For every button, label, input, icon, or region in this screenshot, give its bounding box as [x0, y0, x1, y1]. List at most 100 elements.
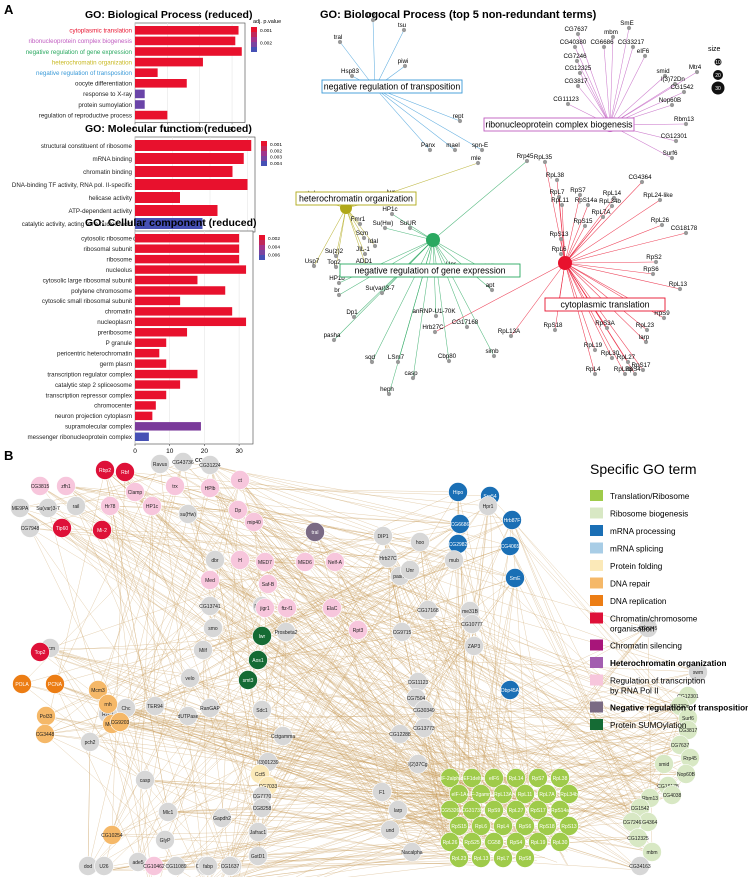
category-label: response to X-ray: [83, 91, 133, 98]
gene-node: [662, 785, 682, 805]
gene-node: [66, 496, 86, 516]
gene-node: [408, 754, 428, 774]
network-edge: [331, 607, 468, 830]
gene-node: [200, 478, 220, 498]
network-edge: [374, 87, 431, 151]
ribosome-label: RpL30: [553, 840, 568, 846]
gene-label: Surf6: [682, 716, 694, 722]
gene-node: [464, 324, 470, 330]
gene-node: [30, 476, 50, 496]
ribosome-node: [471, 816, 491, 836]
gene-node: [230, 470, 250, 490]
gene-label: Dbp45A: [501, 688, 520, 694]
network-edge: [189, 677, 284, 737]
gene-node: [410, 532, 430, 552]
network-edge: [209, 487, 459, 493]
gene-label: l(2)37Cg: [408, 762, 427, 768]
network-edge: [45, 607, 266, 717]
network-edge: [111, 733, 401, 836]
gene-label: CG33217: [618, 39, 645, 46]
gene-node: [659, 222, 665, 228]
ribosome-label: RpL11: [518, 792, 533, 798]
gene-label: Milf: [199, 648, 207, 654]
gene-node: [30, 642, 50, 662]
network-edge: [54, 607, 333, 685]
network-edge: [564, 197, 615, 264]
gene-node: [230, 550, 250, 570]
network-edge: [239, 559, 691, 759]
network-edge: [345, 207, 366, 255]
network-edge: [87, 741, 91, 871]
gene-node: [625, 359, 631, 365]
gene-label: MED7: [258, 560, 272, 566]
network-edge: [331, 607, 444, 842]
gene-label: pasha: [324, 332, 341, 339]
category-label: supramolecular complex: [65, 424, 133, 431]
gene-node: [565, 101, 571, 107]
bar: [135, 192, 180, 203]
gene-label: swm: [693, 670, 703, 676]
gene-label: RpS2: [646, 254, 662, 261]
network-edge: [564, 181, 643, 264]
network-edge: [432, 239, 468, 328]
network-edge: [510, 262, 566, 337]
network-edge: [544, 161, 566, 264]
gene-node: [609, 203, 615, 209]
network-edge: [189, 677, 467, 834]
gene-label: l(3)72Dn: [661, 76, 685, 83]
gene-label: LSm7: [388, 354, 405, 361]
gene-node: [683, 121, 689, 127]
legend-title: Specific GO term: [590, 461, 697, 477]
network-edge: [111, 834, 641, 871]
legend-swatch: [590, 719, 603, 730]
network-edge: [109, 505, 441, 802]
network-edge: [101, 529, 263, 809]
gene-label: CG3815: [31, 484, 50, 490]
gene-label: GlyP: [160, 838, 172, 844]
gene-label: CG2982: [449, 542, 468, 548]
gene-node: [418, 600, 438, 620]
gene-label: CG12301: [661, 133, 688, 140]
gene-label: smid: [659, 762, 670, 768]
bar: [135, 179, 248, 190]
gene-label: H: [238, 558, 242, 564]
legend-swatch: [590, 595, 603, 606]
gene-label: Cbp80: [438, 353, 457, 360]
gene-label: GstD1: [251, 854, 265, 860]
network-edge: [609, 75, 666, 126]
gene-node: [500, 536, 520, 556]
gene-node: [653, 259, 659, 265]
hub-label-box: [295, 191, 417, 206]
network-edge: [54, 683, 139, 863]
ribosome-label: RpS7: [532, 776, 545, 782]
network-edge: [159, 463, 239, 511]
network-edge: [335, 207, 347, 257]
gene-node: [115, 462, 135, 482]
network-edge: [164, 543, 459, 841]
network-edge: [487, 505, 689, 719]
network-edge: [387, 557, 665, 765]
network-edge: [29, 527, 156, 707]
gene-label: CG1637: [221, 864, 240, 870]
network-edge: [489, 495, 681, 707]
gene-label: RpL7A: [592, 209, 612, 216]
gene-label: jigr1: [259, 606, 270, 612]
gene-node: [414, 718, 434, 738]
gene-label: JIL-1: [356, 246, 370, 253]
chart-title: GO: Cellular component (reduced): [85, 217, 257, 229]
network-edge: [87, 561, 266, 871]
gene-node: [337, 39, 343, 45]
network-edge: [477, 519, 513, 814]
gene-label: lwr: [259, 634, 266, 640]
category-label: nucleolus: [106, 267, 132, 274]
legend-label: Negative regulation of transposition: [610, 704, 748, 713]
gene-label: Rbm13: [642, 796, 658, 802]
legend-swatch: [261, 156, 267, 161]
legend-label: 0.002: [260, 41, 272, 47]
legend-label: Chromatin/chromosome: [610, 615, 698, 624]
network-edge: [257, 855, 485, 866]
network-edge: [432, 160, 528, 241]
gene-node: [610, 34, 616, 40]
network-edge: [511, 519, 653, 853]
gene-label: hoo: [416, 540, 425, 546]
